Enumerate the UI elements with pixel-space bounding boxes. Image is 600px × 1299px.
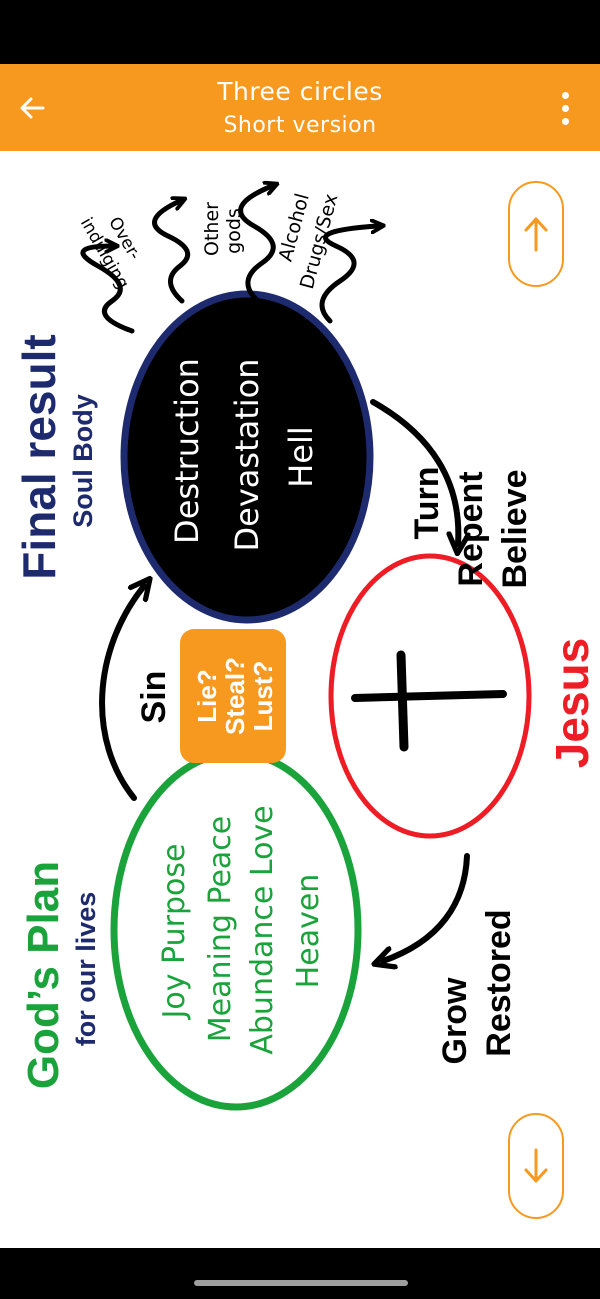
- escape-other: Other: [201, 202, 223, 256]
- gods-plan-items-1: Joy Purpose: [157, 844, 192, 1021]
- status-bar: [0, 0, 600, 64]
- page-subtitle: Short version: [223, 113, 377, 138]
- arrow-up-icon: [524, 217, 548, 252]
- gods-plan-title: God’s Plan: [19, 861, 68, 1089]
- sin-steal: Steal?: [220, 657, 250, 735]
- repent-label: Repent: [452, 471, 490, 586]
- turn-label: Turn: [408, 466, 446, 539]
- sin-lust: Lust?: [248, 661, 278, 732]
- drugs-arrow: [319, 226, 378, 324]
- sin-arrow: [99, 586, 144, 801]
- other-gods-arrow: [152, 201, 191, 304]
- sin-label: Sin: [135, 671, 173, 724]
- gods-plan-subtitle: for our lives: [71, 892, 101, 1047]
- home-gesture-bar[interactable]: [194, 1280, 408, 1286]
- believe-label: Believe: [496, 469, 534, 588]
- escape-gods: gods: [223, 208, 245, 254]
- jesus-label: Jesus: [546, 638, 598, 768]
- gods-plan-items-4: Heaven: [291, 874, 326, 989]
- cross-icon: [351, 650, 507, 752]
- page-title: Three circles: [217, 77, 383, 106]
- more-vertical-icon: [561, 91, 569, 99]
- back-button[interactable]: [8, 84, 56, 132]
- alcohol-arrow: [238, 186, 274, 304]
- three-circles-diagram: God’s Plan for our lives Joy Purpose Mea…: [13, 151, 598, 1111]
- diagram-area: God’s Plan for our lives Joy Purpose Mea…: [0, 151, 600, 1248]
- app-bar: Three circles Short version: [0, 64, 600, 151]
- sin-box: [180, 629, 286, 763]
- final-result-title: Final result: [13, 334, 65, 579]
- restored-label: Restored: [480, 909, 518, 1056]
- final-destruction: Destruction: [168, 358, 206, 544]
- overindulging-arrow: [80, 246, 135, 334]
- next-slide-button[interactable]: [508, 1113, 564, 1219]
- final-devastation: Devastation: [228, 359, 266, 552]
- final-result-subtitle: Soul Body: [68, 394, 98, 528]
- grow-label: Grow: [436, 977, 474, 1064]
- gods-plan-items-3: Abundance Love: [245, 805, 280, 1054]
- final-result-circle: [120, 290, 374, 624]
- arrow-left-icon: [20, 97, 45, 119]
- more-options-button[interactable]: [550, 86, 580, 130]
- system-nav-bar: [0, 1248, 600, 1299]
- previous-slide-button[interactable]: [508, 181, 564, 287]
- turn-arrow: [370, 399, 458, 544]
- grow-arrow: [383, 853, 470, 961]
- gods-plan-items-2: Meaning Peace: [203, 816, 238, 1042]
- arrow-down-icon: [524, 1148, 548, 1183]
- sin-lie: Lie?: [192, 669, 222, 722]
- final-hell: Hell: [282, 426, 320, 488]
